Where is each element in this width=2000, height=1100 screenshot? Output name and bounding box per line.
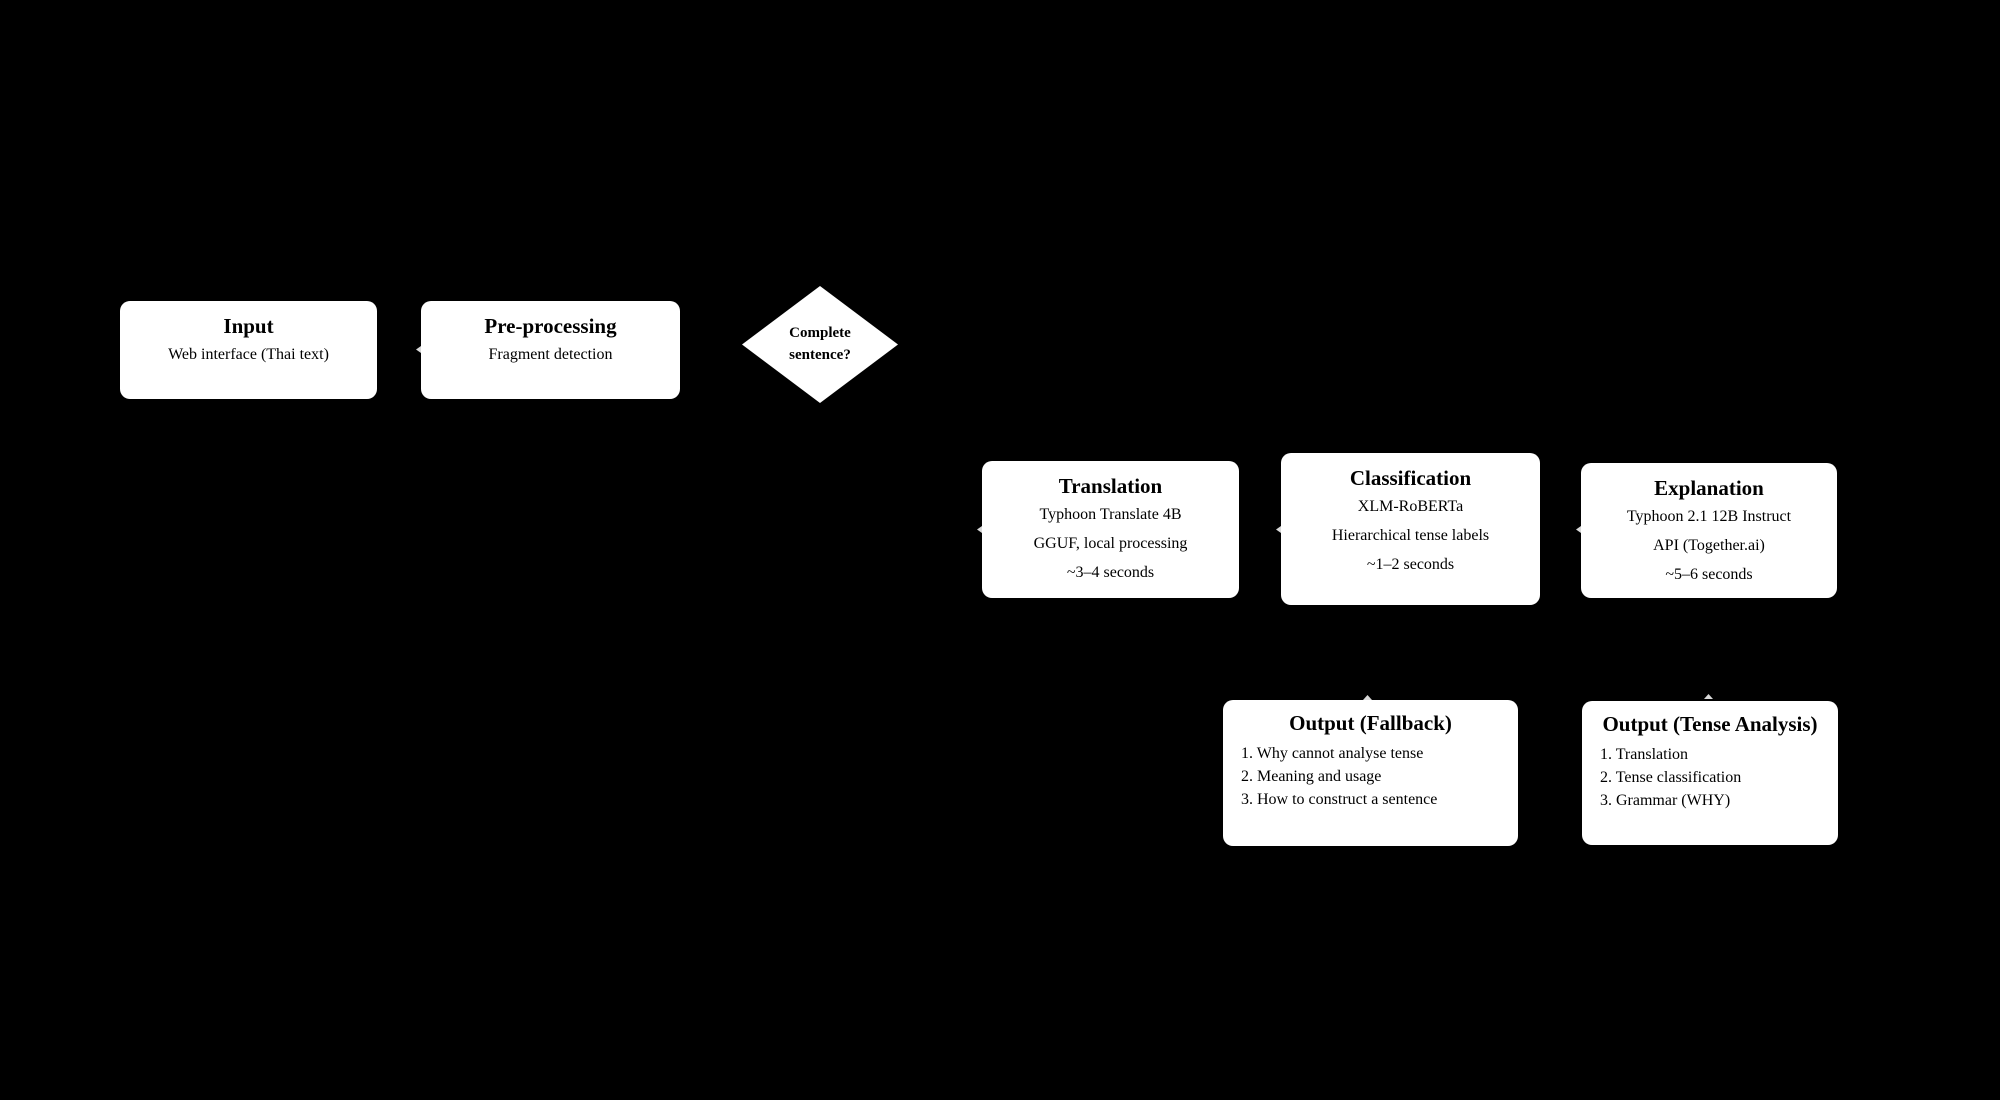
classification-node-line: ~1–2 seconds [1366,556,1455,573]
explanation-node-line: API (Together.ai) [1653,537,1765,554]
output-tense-analysis-list-item: 3. Grammar (WHY) [1600,792,1731,809]
decision-label-line-1: Complete [789,325,851,341]
arrowhead-mark-icon [977,526,982,533]
translation-node: Translation Typhoon Translate 4B GGUF, l… [982,461,1239,598]
output-fallback-node-title: Output (Fallback) [1289,711,1452,735]
output-fallback-node: Output (Fallback) 1. Why cannot analyse … [1223,700,1518,846]
explanation-node-line: Typhoon 2.1 12B Instruct [1626,508,1792,525]
translation-node-line: Typhoon Translate 4B [1039,506,1182,523]
output-fallback-list-item: 3. How to construct a sentence [1241,791,1438,808]
arrowhead-mark-icon [1363,695,1372,700]
output-tense-analysis-node: Output (Tense Analysis) 1. Translation 2… [1582,701,1838,845]
input-node-subtitle: Web interface (Thai text) [168,346,329,363]
output-tense-analysis-list-item: 2. Tense classification [1600,769,1742,786]
output-fallback-list-item: 2. Meaning and usage [1241,768,1382,785]
input-node-title: Input [223,314,274,338]
explanation-node-line: ~5–6 seconds [1665,566,1753,583]
preprocessing-node-subtitle: Fragment detection [488,346,613,363]
decision-label-line-2: sentence? [789,346,851,363]
output-fallback-list-item: 1. Why cannot analyse tense [1241,745,1424,762]
classification-node-title: Classification [1349,466,1472,490]
explanation-node: Explanation Typhoon 2.1 12B Instruct API… [1581,463,1837,598]
classification-node-line: XLM-RoBERTa [1357,498,1464,515]
preprocessing-node-title: Pre-processing [484,314,617,338]
translation-node-title: Translation [1058,474,1163,498]
explanation-node-title: Explanation [1654,476,1764,500]
input-node: Input Web interface (Thai text) [120,301,377,399]
complete-sentence-decision-diamond: Complete sentence? [742,286,898,403]
output-tense-analysis-list-item: 1. Translation [1600,746,1689,763]
output-tense-analysis-node-title: Output (Tense Analysis) [1602,712,1818,736]
arrowhead-mark-icon [1576,526,1581,533]
translation-node-line: GGUF, local processing [1033,535,1188,552]
preprocessing-node: Pre-processing Fragment detection [421,301,680,399]
translation-node-line: ~3–4 seconds [1066,564,1155,581]
arrowhead-mark-icon [1276,526,1281,533]
arrowhead-mark-icon [1704,694,1713,699]
classification-node-line: Hierarchical tense labels [1331,527,1490,544]
arrowhead-mark-icon [416,346,421,353]
classification-node: Classification XLM-RoBERTa Hierarchical … [1281,453,1540,605]
